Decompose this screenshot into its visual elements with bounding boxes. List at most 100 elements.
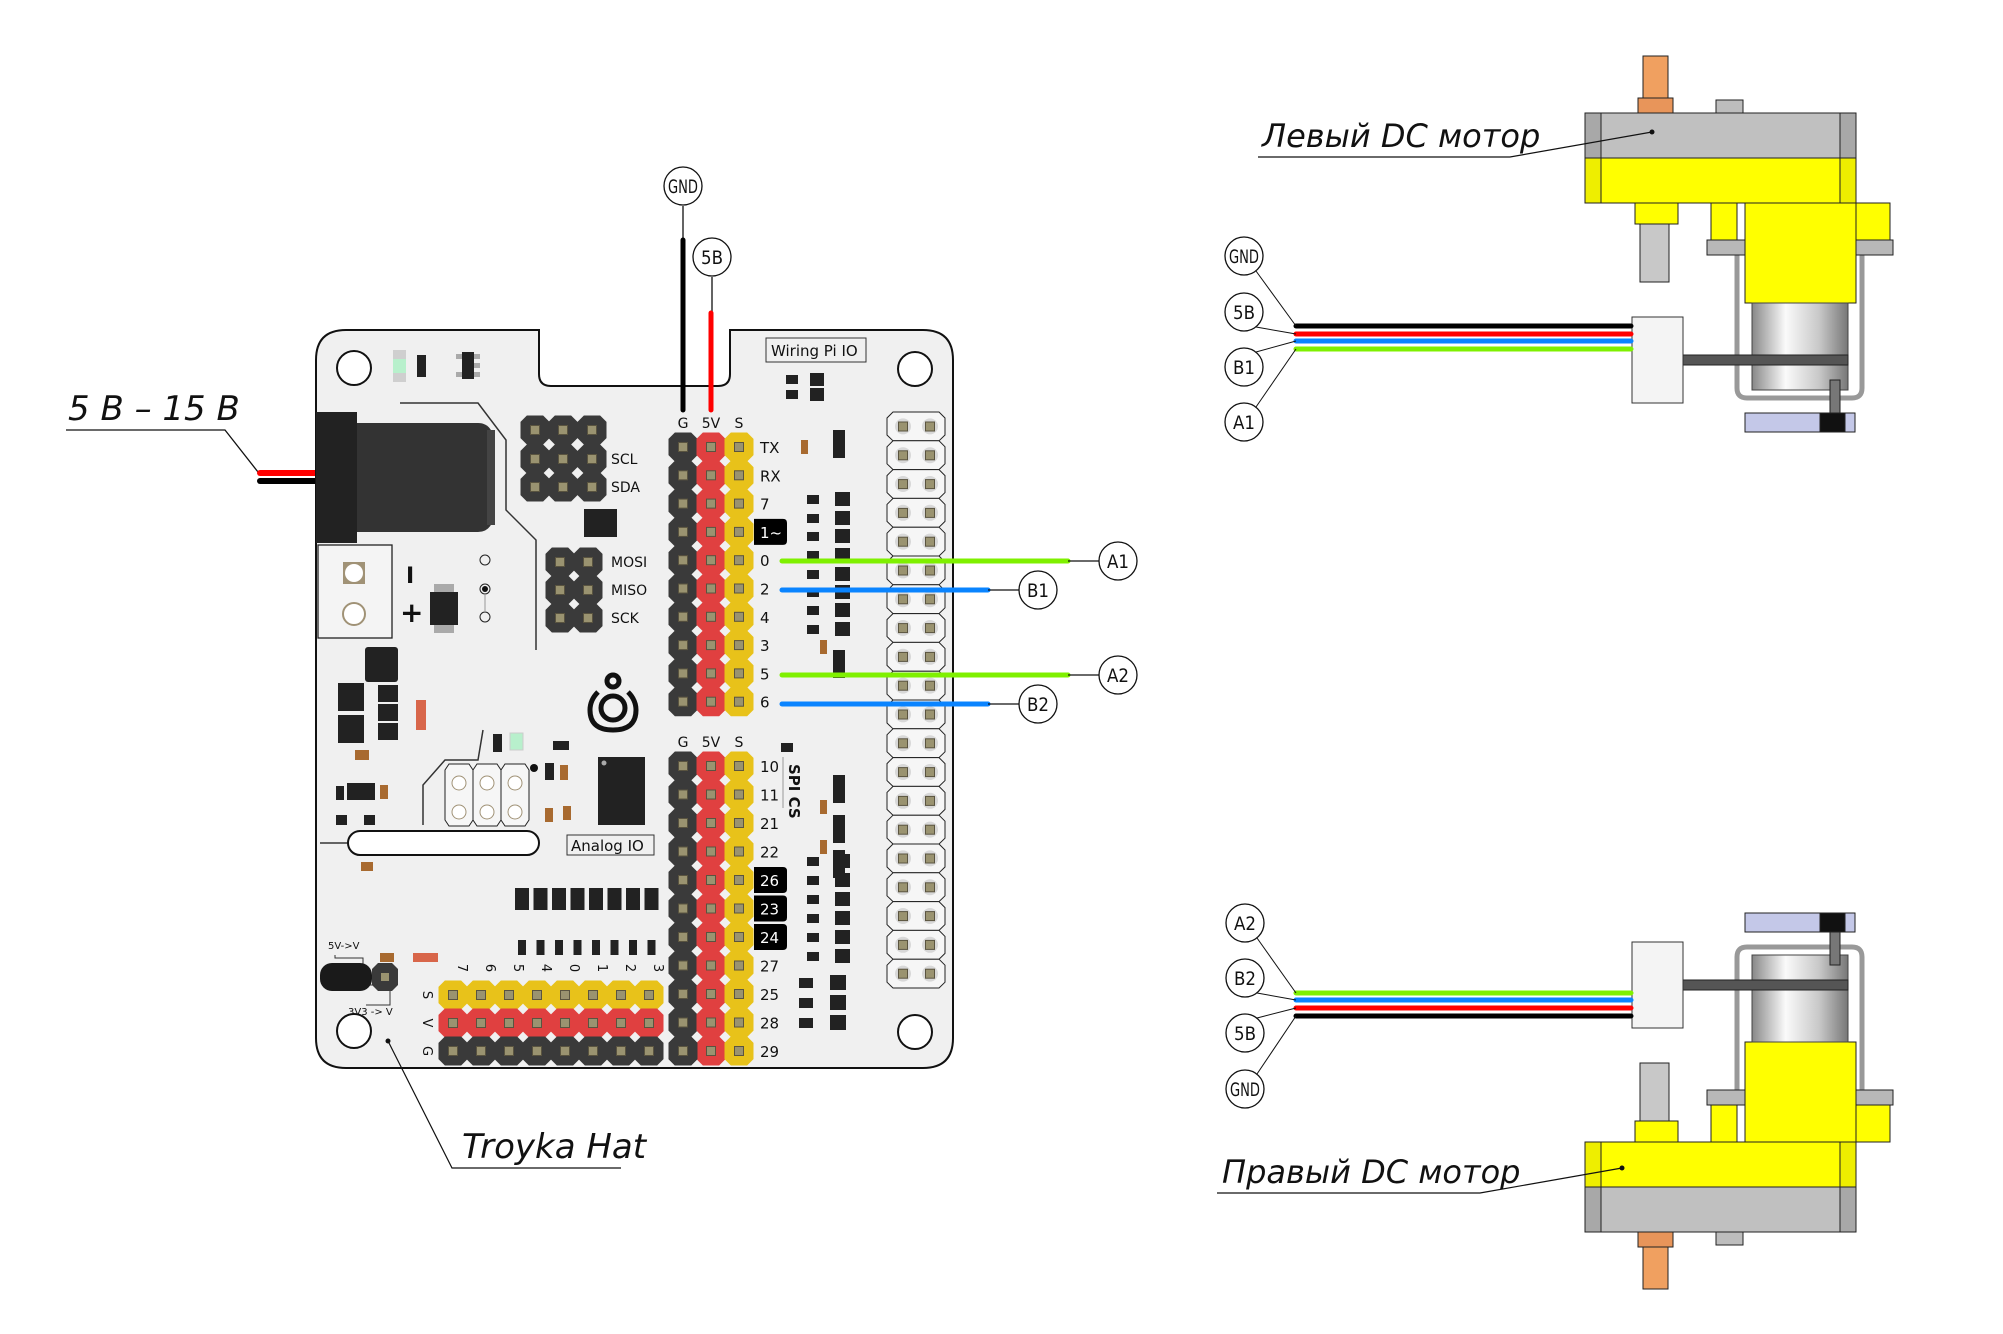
header-pin-pad [706,761,716,771]
tag-circle [1224,292,1264,332]
gpio-pin-pad [898,651,908,662]
tag-label: A2 [1234,913,1256,935]
header-pin-pad [530,425,540,435]
smd-resistor [799,998,813,1008]
jumper-cap[interactable] [320,963,372,991]
motor-housing [1744,202,1857,304]
header-pin-pad [678,611,688,622]
tag-circle [1098,541,1138,581]
smd-resistor [820,800,827,814]
motor-tag-a1: A1 [1224,402,1264,442]
smd-diode [417,355,426,377]
gpio-pin-pad [898,479,908,490]
smd-capacitor [835,911,850,925]
analog-row-label: S [419,991,434,999]
pin-label: 3 [760,637,770,655]
gearbox-body [1584,157,1857,204]
gearbox-body [1584,1141,1857,1188]
regulator-chip [456,352,480,379]
tag-circle [1224,236,1264,276]
smd-component-column [781,430,850,1030]
smd-resistor [801,440,808,454]
smd-resistor [807,857,819,866]
tag-label: B1 [1027,580,1049,602]
analog-column-label: 4 [538,964,553,972]
header-pin-pad [678,960,688,971]
smd-resistor [563,806,571,820]
board-power-wires [680,206,714,413]
header-pin-pad [734,442,744,452]
analog-column-label: 7 [454,964,469,972]
smd-transistor [833,650,845,678]
header-column-label: 5V [702,416,721,432]
smd-diode [416,700,426,730]
cable-connector [1631,316,1684,404]
smd-resistor-array [626,888,640,910]
header-pin-pad [504,990,514,1000]
motor-tag-gnd: GND [1224,236,1264,276]
header-pin-pad [706,470,716,481]
header-pin-pad [706,526,716,537]
shaft-collar [1637,97,1674,114]
header-pin-pad [558,482,568,492]
gpio-pin-pad [898,709,908,720]
adc-chip [598,757,645,825]
spi-cs-label: SPI CS [785,764,803,819]
gpio-pin-pad [925,824,935,835]
gearbox-cover [1584,112,1857,159]
mount-tab [1855,1102,1891,1143]
i2c-label: SCL [611,452,638,468]
header-pin-pad [530,482,540,492]
gpio-pin-pad [925,623,935,634]
header-pin-pad [583,557,593,567]
gearbox-boss [1634,202,1679,225]
header-pin-pad [678,818,688,828]
smd-capacitor [835,511,850,525]
tag-b1: B1 [1018,570,1058,610]
header-pin-pad [678,555,688,566]
solder-pad [479,775,495,791]
left-motor-callout: Левый DC мотор [1258,117,1655,158]
smd-inductor [365,647,398,682]
gpio-pin-pad [925,565,935,576]
header-pin-pad [706,989,716,999]
header-pin-pad [734,611,744,622]
header-pin-pad [678,932,688,942]
gpio-pin-pad [925,536,935,547]
smd-part [378,723,398,740]
header-pin-pad [678,761,688,771]
smd-capacitor [338,683,364,711]
power-input-callout: 5 В – 15 В [66,389,321,484]
gpio-pin-pad [925,767,935,778]
motor-tag-a2: A2 [1225,903,1265,943]
motor-housing [1744,1041,1857,1143]
smd-resistor-array [570,888,585,910]
gpio-pin-pad [898,853,908,864]
smd-part [545,763,554,780]
header-pin-pad [734,583,744,594]
smd-part [781,743,793,752]
pin-label: 29 [760,1043,779,1061]
smd-diode [413,953,438,962]
tag-circle [1224,402,1264,442]
board-name-label: Troyka Hat [462,1127,648,1167]
smd-part [553,741,569,750]
jumper-3v3-label: 3V3 -> V [348,1007,393,1018]
smd-capacitor [830,975,846,990]
header-pin-pad [734,818,744,828]
smd-capacitor [835,603,850,617]
header-pin-pad [644,1018,654,1028]
smd-part [810,373,824,386]
header-pin-pad [678,526,688,537]
tag-label: A1 [1233,412,1255,434]
shaft-collar [1637,1231,1674,1248]
header-pin-pad [588,1046,598,1056]
smd-resistor [820,840,827,854]
header-pin-pad [476,1018,486,1028]
pin-label: 7 [760,496,770,514]
smd-resistor-array [644,888,659,910]
gearbox-edge [1584,1141,1602,1188]
rear-shaft [1639,223,1670,283]
